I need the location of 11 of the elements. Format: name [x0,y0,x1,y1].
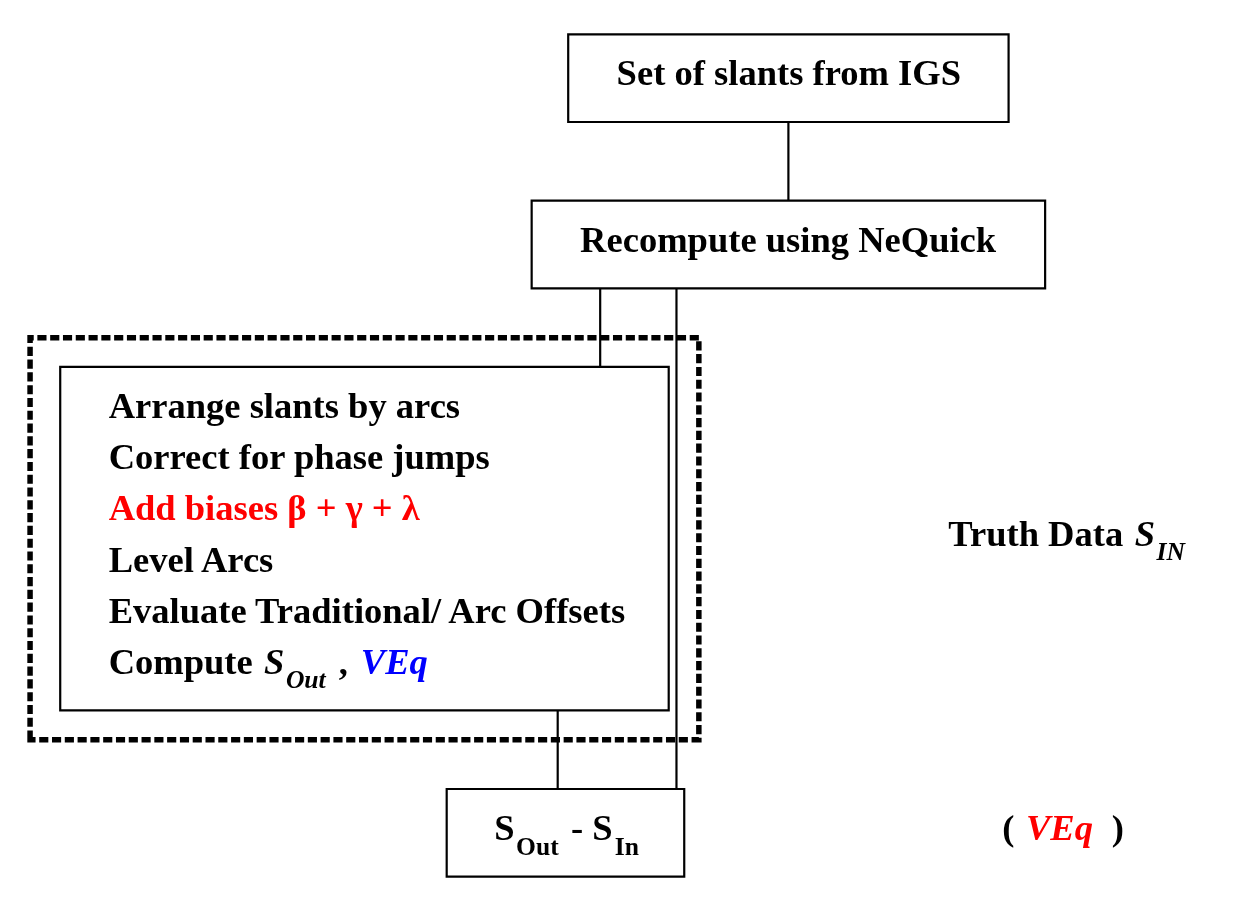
node-box: Recompute using NeQuick [530,199,1047,289]
node-box: Arrange slants by arcs Correct for phase jumps Add biases β + γ + λ Level Arcs Evaluate Traditional/ Arc Offsets Compute S$_{Out}$ , VEq [59,365,670,711]
connector [675,288,678,789]
node-box: S$_{Out}$ - S$_{In}$ [445,787,686,878]
connector [599,288,602,367]
label: Truth Data S$_{IN}$ [948,512,1186,566]
node-box: Set of slants from IGS [567,32,1010,123]
cluster [27,334,702,742]
connector [556,710,559,789]
connector [787,122,790,200]
label: ( VEq ) [1002,806,1124,848]
